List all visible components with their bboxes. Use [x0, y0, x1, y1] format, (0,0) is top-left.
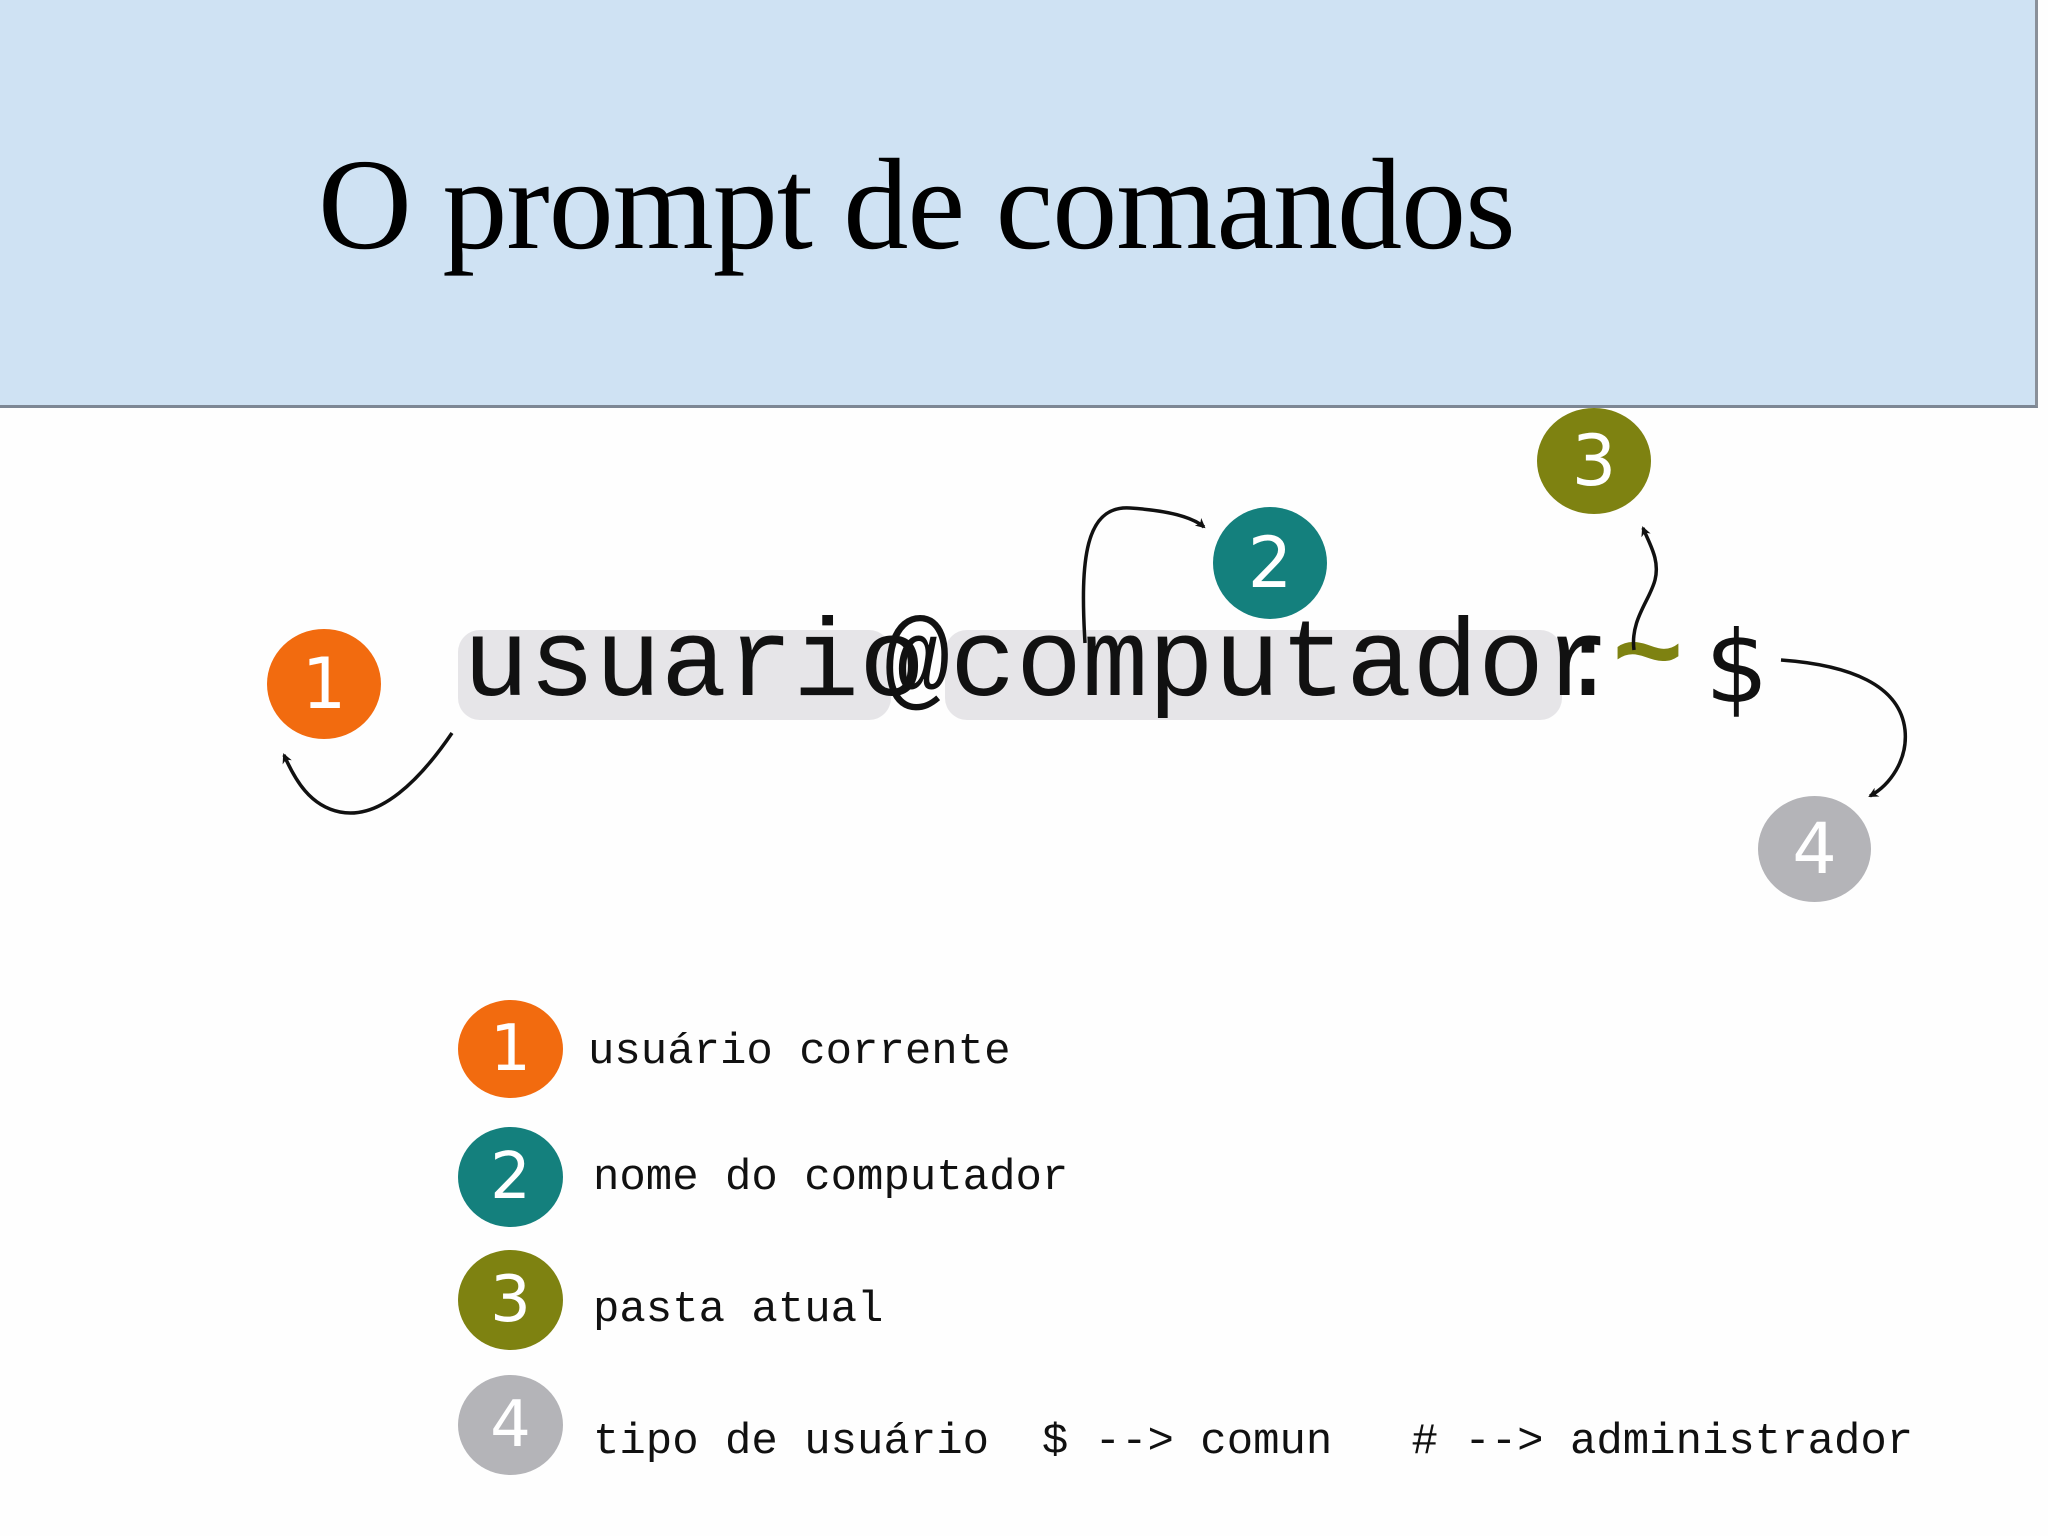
user-highlight — [458, 630, 891, 720]
legend-badge-2: 2 — [458, 1127, 563, 1227]
prompt-path: ~ — [1612, 592, 1685, 728]
legend-number: 1 — [490, 1012, 531, 1086]
prompt-at: @ — [884, 604, 951, 729]
slide-title: O prompt de comandos — [318, 133, 1516, 277]
legend-label: pasta atual — [593, 1285, 884, 1335]
callout-badge-4: 4 — [1758, 796, 1871, 902]
legend-label: nome do computador — [593, 1153, 1069, 1203]
legend-badge-3: 3 — [458, 1250, 563, 1350]
prompt-colon: : — [1555, 604, 1622, 729]
legend-badge-1: 1 — [458, 1000, 563, 1098]
callout-badge-3: 3 — [1537, 408, 1651, 514]
legend-label: usuário corrente — [588, 1027, 1011, 1077]
arrow-to-callout-4 — [1780, 658, 1908, 798]
callout-badge-1: 1 — [267, 629, 381, 739]
prompt-user: usuario — [463, 604, 926, 729]
arrow-to-callout-2 — [1081, 506, 1206, 644]
arrow-to-callout-3 — [1631, 526, 1658, 651]
arrow-to-callout-1 — [282, 732, 454, 815]
host-highlight — [945, 630, 1562, 720]
callout-number: 1 — [301, 643, 347, 725]
title-banner: O prompt de comandos — [0, 0, 2038, 408]
callout-number: 4 — [1792, 808, 1837, 890]
callout-badge-2: 2 — [1213, 507, 1327, 619]
prompt-symbol: $ — [1705, 609, 1769, 726]
legend-label: tipo de usuário $ --> comun # --> admini… — [593, 1417, 1914, 1467]
legend-number: 3 — [490, 1263, 531, 1337]
legend-number: 4 — [490, 1388, 531, 1462]
legend-badge-4: 4 — [458, 1375, 563, 1475]
prompt-host: computador — [950, 604, 1611, 729]
legend-number: 2 — [490, 1140, 531, 1214]
callout-number: 2 — [1247, 522, 1293, 604]
callout-number: 3 — [1571, 420, 1617, 502]
